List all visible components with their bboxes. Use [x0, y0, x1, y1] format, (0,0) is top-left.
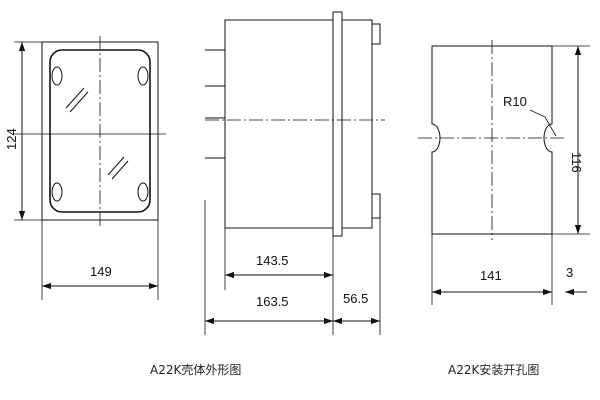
dim-clearance-label: 3 [566, 265, 573, 280]
dim-terminal-depth-label: 56.5 [343, 291, 368, 306]
corner-hole-bottom-left [51, 182, 63, 202]
dim-body-depth-label: 143.5 [256, 253, 289, 268]
terminal-pins [205, 49, 225, 159]
corner-hole-bottom-right [137, 182, 149, 202]
cutout-view [418, 40, 590, 305]
side-body [224, 19, 334, 229]
side-flange [332, 11, 343, 237]
corner-hole-top-left [51, 66, 63, 86]
side-view [204, 11, 385, 335]
cutout-drawing-caption: A22K安装开孔图 [448, 363, 540, 377]
glass-hatch [65, 87, 129, 180]
dim-height-label: 124 [4, 128, 19, 150]
dim-radius-label: R10 [503, 94, 527, 109]
dim-width-label: 149 [90, 264, 112, 279]
rear-tab-top [371, 23, 381, 45]
dim-cutout-width-label: 141 [480, 268, 502, 283]
side-rear-block [341, 19, 373, 229]
dim-total-depth-label: 163.5 [256, 294, 289, 309]
corner-hole-top-right [137, 66, 149, 86]
radius-leader [529, 109, 557, 137]
front-view [14, 36, 166, 300]
dim-cutout-height-label: 116 [569, 152, 584, 173]
rear-tab-bottom [371, 193, 381, 219]
shell-drawing-caption: A22K壳体外形图 [150, 363, 242, 377]
